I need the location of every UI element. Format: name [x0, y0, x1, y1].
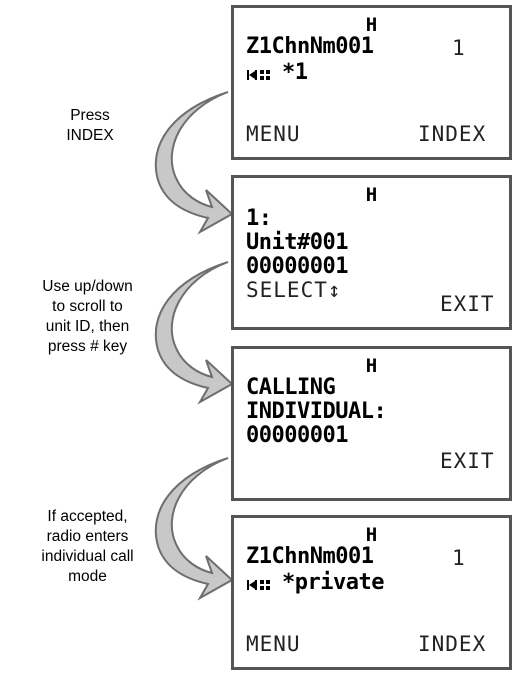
unit-alias: Unit#001 — [246, 230, 348, 255]
index-softkey[interactable]: INDEX — [418, 632, 487, 656]
caption-line: to scroll to — [52, 298, 123, 315]
menu-softkey[interactable]: MENU — [246, 122, 301, 146]
scan-grid-icon — [247, 580, 270, 590]
private-call-status: *private — [282, 570, 384, 595]
index-softkey[interactable]: INDEX — [418, 122, 487, 146]
high-power-indicator: H — [365, 524, 378, 546]
caption-line: mode — [68, 568, 107, 585]
exit-softkey[interactable]: EXIT — [440, 449, 495, 473]
arrow-2 — [154, 261, 234, 405]
index-number: 1: — [246, 206, 272, 231]
individual-label: INDIVIDUAL: — [246, 399, 387, 424]
caption-scroll-select: Use up/down to scroll to unit ID, then p… — [0, 277, 175, 357]
radio-screen-index: H 1: Unit#001 00000001 SELECT↕ EXIT — [231, 175, 512, 330]
scan-grid-icon — [247, 70, 270, 80]
radio-screen-home: H Z1ChnNm001 1 *1 MENU INDEX — [231, 5, 512, 160]
arrow-3 — [154, 457, 234, 601]
select-softkey[interactable]: SELECT↕ — [246, 278, 342, 302]
menu-softkey[interactable]: MENU — [246, 632, 301, 656]
talkgroup-status: *1 — [282, 60, 308, 85]
channel-name: Z1ChnNm001 — [246, 544, 374, 569]
caption-line: Press — [70, 107, 110, 124]
caption-line: individual call — [41, 548, 134, 565]
caption-line: INDEX — [66, 127, 114, 144]
caption-accepted: If accepted, radio enters individual cal… — [0, 507, 175, 587]
caption-line: radio enters — [46, 528, 129, 545]
caption-press-index: Press INDEX — [0, 106, 180, 146]
caption-line: Use up/down — [42, 278, 133, 295]
called-unit-id: 00000001 — [246, 423, 348, 448]
calling-label: CALLING — [246, 375, 336, 400]
caption-line: unit ID, then — [45, 318, 130, 335]
zone-number: 1 — [452, 36, 466, 60]
unit-id: 00000001 — [246, 254, 348, 279]
caption-line: press # key — [47, 338, 128, 355]
channel-name: Z1ChnNm001 — [246, 34, 374, 59]
radio-screen-calling: H CALLING INDIVIDUAL: 00000001 EXIT — [231, 346, 512, 501]
radio-screen-private-call: H Z1ChnNm001 1 *private MENU INDEX — [231, 515, 512, 670]
high-power-indicator: H — [365, 184, 378, 206]
caption-line: If accepted, — [47, 508, 128, 525]
high-power-indicator: H — [365, 355, 378, 377]
high-power-indicator: H — [365, 14, 378, 36]
zone-number: 1 — [452, 546, 466, 570]
exit-softkey[interactable]: EXIT — [440, 292, 495, 316]
